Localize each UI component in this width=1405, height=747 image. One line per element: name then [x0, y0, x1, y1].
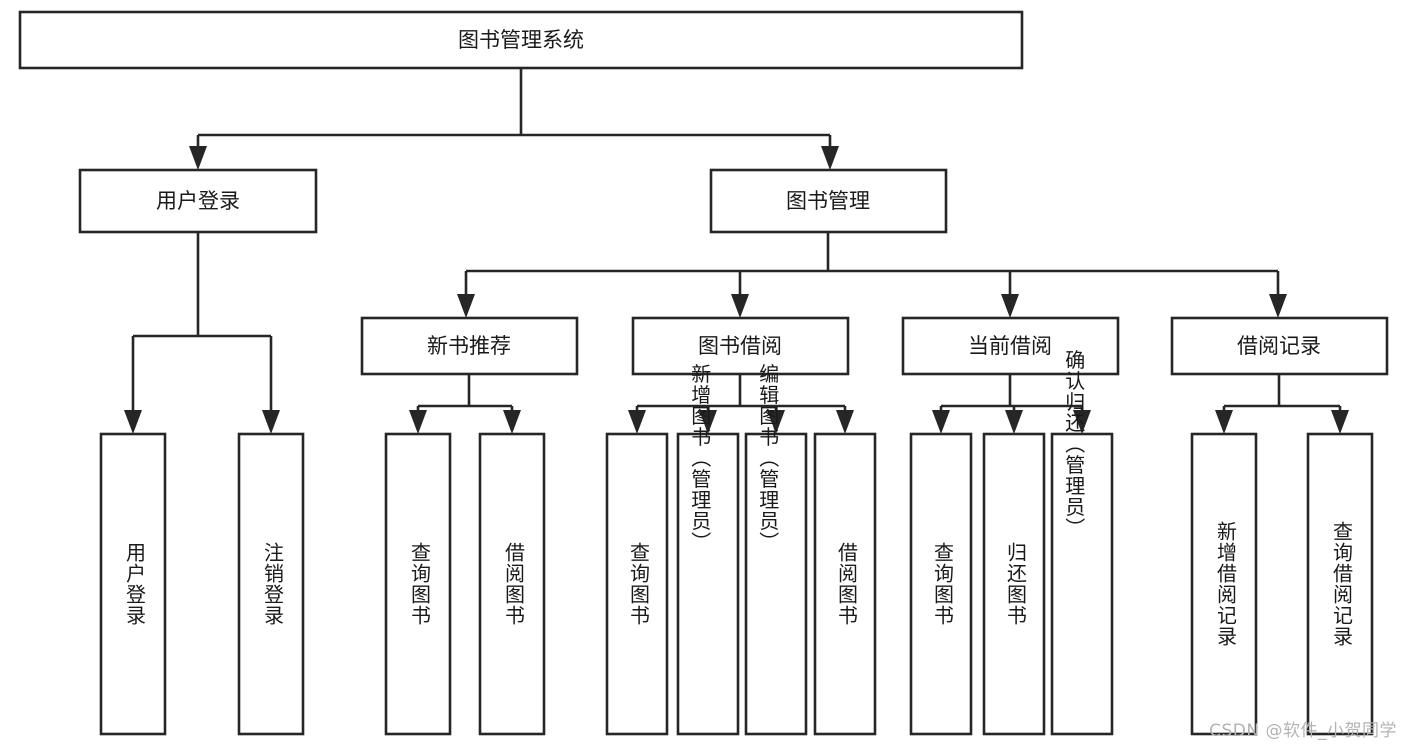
leaf-node-xinzengtushu[interactable]: 新增图书（管理员） [676, 363, 740, 736]
leaf-querenguihuan-box[interactable] [1050, 432, 1114, 736]
leaf-node-xinshu-jieyuetushu[interactable]: 借阅图书 [478, 432, 546, 736]
arrowhead-dangqianjieyue-chaxuntushu [932, 410, 950, 434]
leaf-node-dangqian-chaxuntushu[interactable]: 查询图书 [909, 432, 973, 736]
leaf-querenguihuan-label: 确认归还（管理员） [1062, 349, 1086, 538]
node-tushujieyue[interactable]: 图书借阅 [631, 316, 850, 376]
node-jieyuejilu[interactable]: 借阅记录 [1170, 316, 1389, 376]
leaf-node-bianjitushu[interactable]: 编辑图书（管理员） [744, 363, 808, 736]
node-xinshutuijian-box[interactable] [360, 316, 579, 376]
leaf-chaxunjieyuejilu-box[interactable] [1306, 432, 1374, 736]
node-yonghudenglu[interactable]: 用户登录 [78, 168, 318, 234]
leaf-xinshu-jieyuetushu-label: 借阅图书 [502, 542, 526, 626]
node-tushuguanli-label: 图书管理 [786, 189, 870, 213]
arrowhead-dangqianjieyue-guihuantushu [1005, 410, 1023, 434]
arrowhead-jieyuejilu-chaxun [1331, 410, 1349, 434]
edge-xinshutuijian-to-leaf-bus [416, 374, 514, 414]
leaf-jieyue-jieyuetushu-label: 借阅图书 [835, 542, 859, 626]
leaf-dangqian-chaxuntushu-box[interactable] [909, 432, 973, 736]
arrowhead-to-leaf-zhuxiaodenglu [262, 410, 280, 434]
leaf-jieyue-chaxuntushu-box[interactable] [605, 432, 669, 736]
arrowhead-to-tushuguanli [821, 146, 839, 170]
leaf-zhuxiaodenglu-box[interactable] [237, 432, 305, 736]
edge-tushuguanli-to-level3-bus [464, 232, 1280, 299]
node-jieyuejilu-label: 借阅记录 [1237, 334, 1321, 358]
leaf-node-zhuxiaodenglu[interactable]: 注销登录 [237, 432, 305, 736]
leaf-node-guihuantushu[interactable]: 归还图书 [982, 432, 1046, 736]
node-root-label: 图书管理系统 [458, 28, 584, 52]
leaf-chaxunjieyuejilu-label: 查询借阅记录 [1330, 521, 1354, 647]
leaf-node-xinshu-chaxuntushu[interactable]: 查询图书 [384, 432, 452, 736]
arrowhead-xinshutuijian-chaxuntushu [409, 410, 427, 434]
leaf-jieyue-chaxuntushu-label: 查询图书 [627, 542, 651, 626]
arrowhead-jieyuejilu-xinzeng [1215, 410, 1233, 434]
arrowhead-to-xinshutuijian [457, 294, 475, 318]
node-yonghudenglu-box[interactable] [78, 168, 318, 234]
leaf-xinzengtushu-box[interactable] [676, 432, 740, 736]
leaf-node-chaxunjieyuejilu[interactable]: 查询借阅记录 [1306, 432, 1374, 736]
node-root-box[interactable] [18, 10, 1024, 70]
node-jieyuejilu-box[interactable] [1170, 316, 1389, 376]
arrowhead-to-dangqianjieyue [1001, 294, 1019, 318]
node-tushuguanli-box[interactable] [709, 168, 948, 234]
node-tushujieyue-label: 图书借阅 [698, 334, 782, 358]
leaf-bianjitushu-label: 编辑图书（管理员） [756, 363, 780, 552]
arrowhead-tushujieyue-jieyuetushu [836, 410, 854, 434]
leaf-node-jieyue-chaxuntushu[interactable]: 查询图书 [605, 432, 669, 736]
leaf-node-xinzengjieyuejilu[interactable]: 新增借阅记录 [1190, 432, 1258, 736]
leaf-guihuantushu-label: 归还图书 [1004, 542, 1028, 626]
leaf-node-querenguihuan[interactable]: 确认归还（管理员） [1050, 349, 1114, 736]
node-dangqianjieyue-box[interactable] [901, 316, 1120, 376]
leaf-yonghudenglu-box[interactable] [99, 432, 167, 736]
leaf-dangqian-chaxuntushu-label: 查询图书 [931, 542, 955, 626]
edge-layer [124, 68, 1349, 434]
arrowhead-tushujieyue-xinzengtushu [699, 410, 717, 434]
arrowhead-to-tushujieyue [731, 294, 749, 318]
edge-tushujieyue-to-leaf-bus [635, 374, 847, 414]
node-tushujieyue-box[interactable] [631, 316, 850, 376]
leaf-xinzengtushu-label: 新增图书（管理员） [688, 363, 712, 552]
node-xinshutuijian-label: 新书推荐 [427, 334, 511, 358]
csdn-watermark: CSDN @软件_小贺同学 [1209, 721, 1397, 741]
arrowhead-tushujieyue-chaxuntushu [628, 410, 646, 434]
leaf-node-jieyue-jieyuetushu[interactable]: 借阅图书 [813, 432, 877, 736]
edge-yonghudenglu-to-leaf-bus [131, 232, 273, 414]
edge-jieyuejilu-to-leaf-bus [1222, 374, 1342, 414]
leaf-guihuantushu-box[interactable] [982, 432, 1046, 736]
node-xinshutuijian[interactable]: 新书推荐 [360, 316, 579, 376]
node-dangqianjieyue-label: 当前借阅 [968, 334, 1052, 358]
leaf-xinzengjieyuejilu-box[interactable] [1190, 432, 1258, 736]
leaf-xinshu-chaxuntushu-label: 查询图书 [408, 542, 432, 626]
arrowhead-dangqianjieyue-querenguihuan [1073, 410, 1091, 434]
arrowhead-to-yonghudenglu [189, 146, 207, 170]
node-tushuguanli[interactable]: 图书管理 [709, 168, 948, 234]
arrowhead-tushujieyue-bianjitushu [767, 410, 785, 434]
leaf-xinzengjieyuejilu-label: 新增借阅记录 [1214, 521, 1238, 647]
node-root[interactable]: 图书管理系统 [18, 10, 1024, 70]
edge-root-to-level2-bus [196, 68, 832, 152]
arrowhead-to-leaf-yonghudenglu [124, 410, 142, 434]
arrowhead-to-jieyuejilu [1269, 294, 1287, 318]
leaf-bianjitushu-box[interactable] [744, 432, 808, 736]
leaf-zhuxiaodenglu-label: 注销登录 [261, 542, 285, 626]
node-dangqianjieyue[interactable]: 当前借阅 [901, 316, 1120, 376]
node-yonghudenglu-label: 用户登录 [156, 189, 240, 213]
leaf-xinshu-chaxuntushu-box[interactable] [384, 432, 452, 736]
leaf-xinshu-jieyuetushu-box[interactable] [478, 432, 546, 736]
leaf-node-yonghudenglu[interactable]: 用户登录 [99, 432, 167, 736]
leaf-jieyue-jieyuetushu-box[interactable] [813, 432, 877, 736]
arrowhead-xinshutuijian-jieyuetushu [503, 410, 521, 434]
leaf-yonghudenglu-label: 用户登录 [123, 542, 147, 626]
